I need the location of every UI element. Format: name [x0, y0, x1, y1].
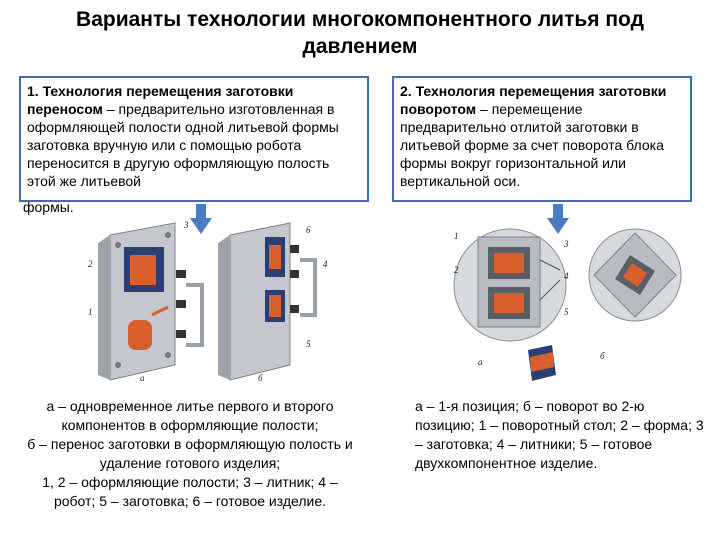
transfer-caption-line: а – одновременное литье первого и второг… — [46, 398, 334, 433]
transfer-mold-illustration: 1 2 3 4 5 6 а б — [88, 220, 328, 383]
transfer-caption: а – одновременное литье первого и второг… — [20, 397, 360, 511]
method-transfer-overflow: формы. — [23, 199, 74, 215]
rotation-caption: а – 1-я позиция; б – поворот во 2-ю пози… — [415, 398, 704, 471]
finished-part — [528, 345, 556, 381]
down-arrow-icon — [190, 204, 212, 234]
figure2-label-b: б — [600, 351, 605, 361]
page-title: Варианты технологии многокомпонентного л… — [76, 8, 644, 58]
transfer-caption-line: 1, 2 – оформляющие полости; 3 – литник; … — [42, 474, 338, 509]
figure2-label-4: 4 — [564, 271, 569, 281]
transfer-caption-line: б – перенос заготовки в оформляющую поло… — [27, 436, 353, 471]
figure1-label-1: 1 — [88, 307, 93, 317]
figure1-label-4: 4 — [323, 259, 328, 269]
figure1-label-a: а — [140, 373, 145, 383]
method-transfer-text: – предварительно изготовленная в оформля… — [27, 101, 339, 189]
figure1-label-b: б — [258, 373, 263, 383]
figure2-label-3: 3 — [563, 239, 569, 249]
mold-b — [218, 222, 317, 381]
method-rotation-heading: 2. Технология перемещения заготовки пово… — [400, 83, 667, 117]
figure1-label-6: 6 — [306, 225, 311, 235]
figure2-label-1: 1 — [454, 231, 459, 241]
down-arrow-icon — [547, 204, 569, 234]
figure2-label-a: а — [478, 357, 483, 367]
mold-a — [98, 222, 204, 381]
figure1-label-2: 2 — [88, 259, 93, 269]
rotary-table-a — [453, 228, 567, 342]
method-rotation-text: – перемещение предварительно отлитой заг… — [400, 101, 664, 189]
figure2-label-5: 5 — [564, 307, 569, 317]
figure1-label-5: 5 — [306, 339, 311, 349]
method-transfer-heading: 1. Технология перемещения заготовки пере… — [27, 83, 294, 117]
rotary-table-b — [588, 228, 682, 322]
figure1-label-3: 3 — [183, 220, 189, 230]
method-transfer-box: 1. Технология перемещения заготовки пере… — [19, 76, 369, 202]
rotary-mold-illustration: 1 2 3 4 5 а б — [453, 228, 682, 381]
figure2-label-2: 2 — [454, 265, 459, 275]
method-rotation-box: 2. Технология перемещения заготовки пово… — [392, 76, 692, 202]
